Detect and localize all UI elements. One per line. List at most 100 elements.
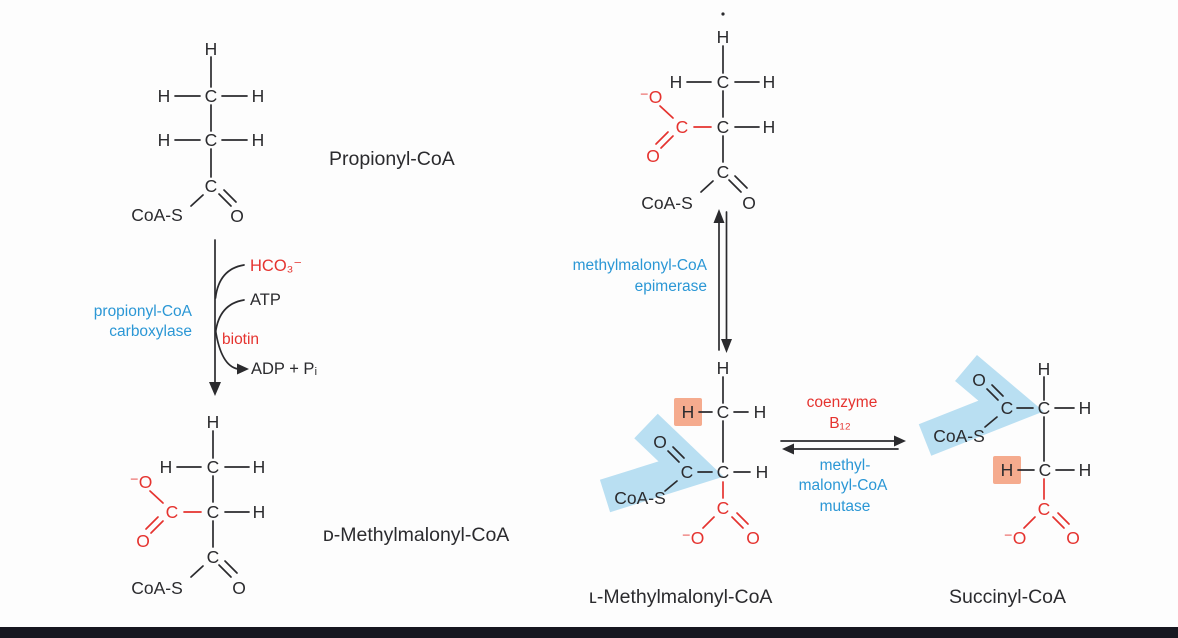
- top-methylmalonyl-bonds: [686, 45, 760, 193]
- atom-h: H: [160, 457, 173, 477]
- mutase-reaction-arrow: coenzyme B₁₂ methyl- malonyl-CoA mutase: [780, 394, 906, 515]
- atom-h: H: [763, 117, 776, 137]
- arrowhead-right: [237, 363, 249, 375]
- atom-h: H: [1079, 398, 1092, 418]
- succinyl-bonds: [984, 376, 1075, 471]
- top-methylmalonyl-carboxylate-bonds: [655, 105, 712, 149]
- atom-coa-s: CoA-S: [641, 193, 693, 213]
- carboxylase-enzyme-line1: propionyl-CoA: [94, 303, 193, 320]
- atom-h: H: [763, 72, 776, 92]
- atom-h: H: [717, 358, 730, 378]
- atom-h: H: [756, 462, 769, 482]
- carboxylase-arrow-lines: [214, 239, 245, 385]
- atom-coa-s: CoA-S: [614, 488, 666, 508]
- atom-o: O: [232, 578, 246, 598]
- atom-h: H: [670, 72, 683, 92]
- atom-c-carboxyl: C: [1038, 499, 1051, 519]
- atom-c: C: [1039, 460, 1052, 480]
- epimerase-reaction-arrow: methylmalonyl-CoA epimerase: [573, 209, 732, 353]
- adp-pi-label: ADP + Pᵢ: [251, 360, 317, 378]
- mutase-enzyme-line1: methyl-: [820, 457, 871, 474]
- stray-mark: [721, 12, 725, 16]
- atom-h-highlighted: H: [682, 402, 695, 422]
- atom-h: H: [252, 86, 265, 106]
- atom-o-minus: ⁻O: [682, 528, 705, 548]
- atp-label: ATP: [250, 291, 281, 309]
- biotin-label: biotin: [222, 331, 259, 348]
- atom-o: O: [742, 193, 756, 213]
- atom-c: C: [205, 130, 218, 150]
- epimerase-arrow-lines: [718, 211, 728, 351]
- atom-o-minus: ⁻O: [640, 87, 663, 107]
- atom-h: H: [158, 130, 171, 150]
- d-methylmalonyl-coa-structure: H H C H ⁻O C C H O C CoA-S O: [130, 412, 266, 598]
- hydrogen-highlight: [674, 398, 702, 426]
- succinyl-carboxylate-bonds: [1023, 478, 1070, 529]
- epimerase-enzyme-line2: epimerase: [635, 278, 707, 295]
- succinyl-coa-label: Succinyl-CoA: [949, 586, 1066, 608]
- atom-o-minus: ⁻O: [1004, 528, 1027, 548]
- arrowhead-down: [721, 339, 732, 353]
- arrowhead-up: [713, 209, 725, 223]
- atom-h: H: [253, 502, 266, 522]
- atom-h-highlighted: H: [1001, 460, 1014, 480]
- atom-coa-s: CoA-S: [933, 426, 985, 446]
- arrowhead-right: [894, 435, 906, 447]
- atom-c: C: [717, 162, 730, 182]
- atom-c: C: [207, 547, 220, 567]
- atom-o: O: [746, 528, 760, 548]
- succinyl-coa-structure: H C C H O CoA-S H C H C ⁻O O: [918, 355, 1092, 548]
- atom-c-carboxyl: C: [676, 117, 689, 137]
- atom-c-carboxyl: C: [717, 498, 730, 518]
- atom-c: C: [717, 117, 730, 137]
- atom-c: C: [717, 402, 730, 422]
- atom-h: H: [754, 402, 767, 422]
- atom-c-thioester: C: [1001, 398, 1014, 418]
- atom-c-thioester: C: [681, 462, 694, 482]
- atom-h: H: [1079, 460, 1092, 480]
- atom-c-carboxyl: C: [166, 502, 179, 522]
- atom-o: O: [972, 370, 986, 390]
- mutase-arrow-lines: [780, 440, 899, 450]
- atom-c: C: [207, 502, 220, 522]
- l-methylmalonyl-carboxylate-bonds: [702, 481, 749, 529]
- bottom-bar: [0, 627, 1178, 638]
- propionyl-coa-label: Propionyl-CoA: [329, 148, 455, 170]
- top-methylmalonyl-coa-structure: H H C H ⁻O C C H O C CoA-S O: [640, 27, 776, 213]
- propionyl-coa-structure: H H C H H C H C CoA-S O: [131, 39, 264, 226]
- atom-o: O: [230, 206, 244, 226]
- atom-coa-s: CoA-S: [131, 205, 183, 225]
- atom-h: H: [252, 130, 265, 150]
- l-methylmalonyl-coa-label: ʟ-Methylmalonyl-CoA: [589, 586, 772, 608]
- thioester-highlight: [918, 355, 1044, 456]
- atom-o: O: [1066, 528, 1080, 548]
- atom-c: C: [717, 462, 730, 482]
- atom-h: H: [207, 412, 220, 432]
- carboxylase-enzyme-line2: carboxylase: [109, 323, 192, 340]
- atom-h: H: [717, 27, 730, 47]
- atom-c: C: [205, 176, 218, 196]
- atom-o-minus: ⁻O: [130, 472, 153, 492]
- epimerase-enzyme-line1: methylmalonyl-CoA: [573, 257, 708, 274]
- arrowhead-down: [209, 382, 221, 396]
- atom-h: H: [158, 86, 171, 106]
- d-methylmalonyl-bonds: [176, 430, 250, 578]
- atom-c: C: [717, 72, 730, 92]
- carboxylase-reaction-arrow: HCO₃⁻ ATP biotin ADP + Pᵢ propionyl-CoA …: [94, 239, 317, 396]
- atom-o: O: [646, 146, 660, 166]
- mutase-enzyme-line2: malonyl-CoA: [799, 477, 888, 494]
- d-methylmalonyl-coa-label: ᴅ-Methylmalonyl-CoA: [323, 524, 509, 546]
- l-methylmalonyl-bonds: [664, 376, 751, 492]
- atom-h: H: [205, 39, 218, 59]
- atom-coa-s: CoA-S: [131, 578, 183, 598]
- bicarbonate-label: HCO₃⁻: [250, 257, 302, 275]
- atom-c: C: [205, 86, 218, 106]
- hydrogen-highlight: [993, 456, 1021, 484]
- propionyl-coa-bonds: [174, 56, 248, 207]
- d-methylmalonyl-carboxylate-bonds: [145, 490, 202, 534]
- atom-c: C: [207, 457, 220, 477]
- atom-c: C: [1038, 398, 1051, 418]
- atom-h: H: [1038, 359, 1051, 379]
